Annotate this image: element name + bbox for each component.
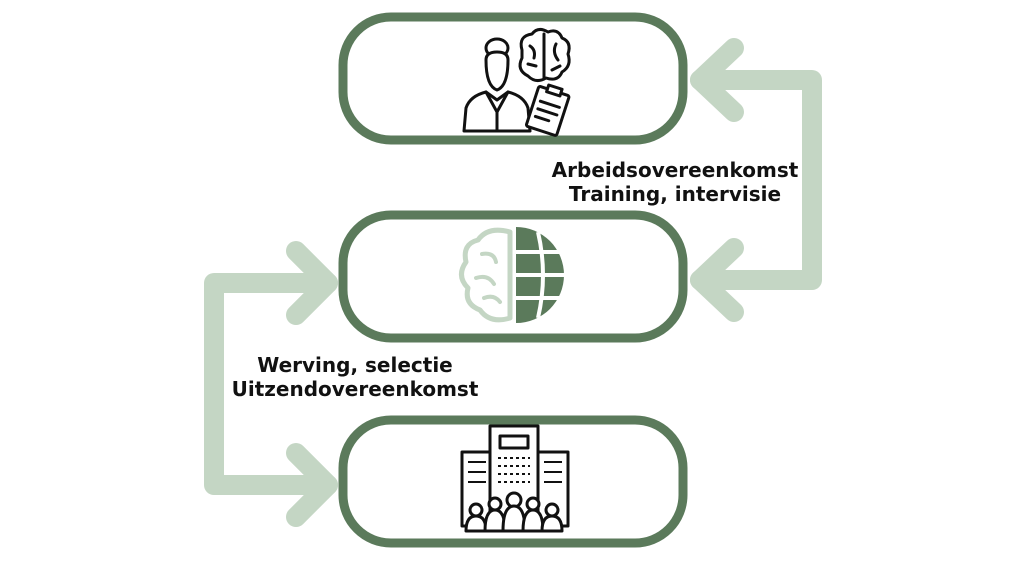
left-connector — [204, 241, 338, 527]
edge-label-line: Training, intervisie — [568, 182, 782, 206]
right-connector — [690, 38, 822, 322]
right-connector-line — [690, 70, 822, 290]
right-arrowhead-bottom — [690, 238, 744, 322]
right-arrowhead-top — [690, 38, 744, 122]
office-building-with-people-icon — [460, 424, 570, 533]
edge-label-client-agency: Werving, selectie Uitzendovereenkomst — [220, 353, 490, 401]
edge-label-line: Arbeidsovereenkomst — [551, 158, 799, 182]
brain-globe-logo-icon — [459, 227, 564, 323]
edge-label-agency-worker: Arbeidsovereenkomst Training, intervisie — [540, 158, 810, 206]
left-connector-line — [204, 273, 338, 495]
left-arrowhead-bottom — [286, 443, 338, 527]
nurse-with-brain-and-clipboard-icon — [462, 27, 571, 137]
edge-label-line: Uitzendovereenkomst — [231, 377, 479, 401]
left-arrowhead-top — [286, 241, 338, 325]
node-box-worker — [338, 12, 688, 145]
node-box-agency — [338, 210, 688, 343]
edge-label-line: Werving, selectie — [257, 353, 453, 377]
